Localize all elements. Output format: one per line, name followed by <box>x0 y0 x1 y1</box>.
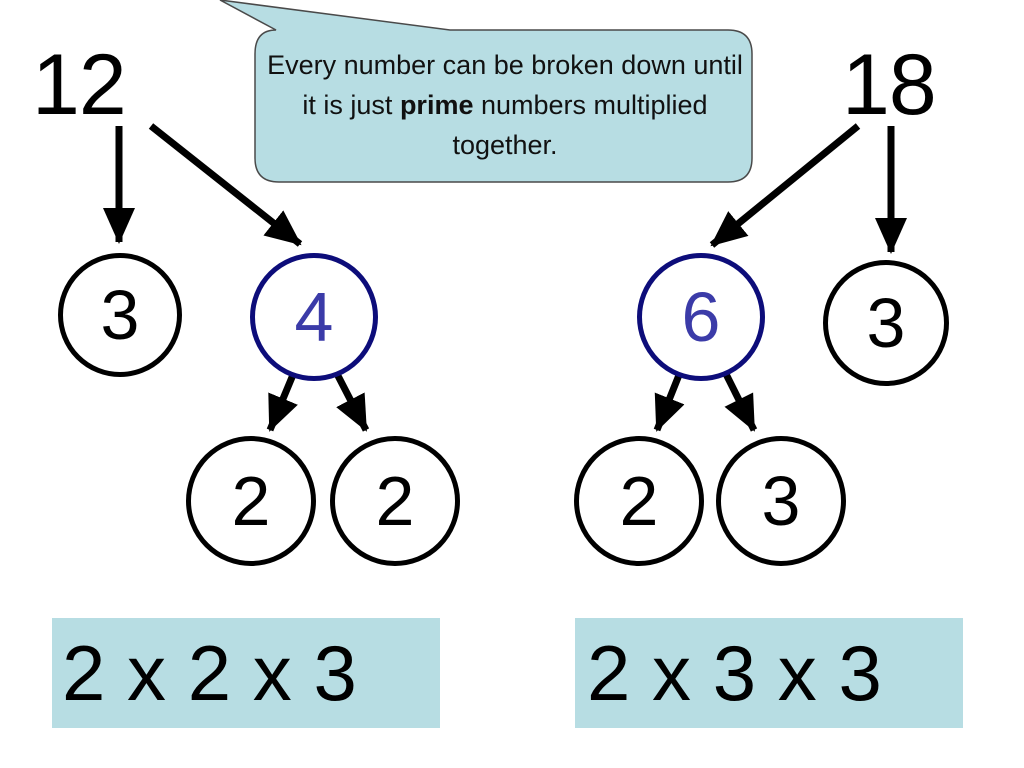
node-factor-6: 6 <box>637 253 765 381</box>
callout-text: Every number can be broken down until it… <box>260 45 750 165</box>
node-factor-3-right: 3 <box>823 260 949 386</box>
arrow-6-to-3 <box>720 368 758 432</box>
result-box-18: 2 x 3 x 3 <box>575 618 963 728</box>
node-prime-3-right: 3 <box>716 436 846 566</box>
callout-text-after: numbers multiplied together. <box>452 90 708 160</box>
arrow-4-to-2b <box>331 368 370 432</box>
tree-root-12: 12 <box>32 37 127 133</box>
callout-text-bold: prime <box>399 90 474 120</box>
result-box-12: 2 x 2 x 3 <box>52 618 440 728</box>
node-factor-4: 4 <box>250 253 378 381</box>
arrow-12-to-4 <box>148 123 303 247</box>
arrow-18-to-6 <box>709 123 861 248</box>
callout-text-before: Every number can be broken down until it… <box>267 50 743 120</box>
node-prime-2-right: 2 <box>574 436 704 566</box>
node-prime-2b: 2 <box>330 436 460 566</box>
node-factor-3: 3 <box>58 253 182 377</box>
arrow-4-to-2a <box>266 368 299 432</box>
arrow-6-to-2 <box>653 368 685 432</box>
node-prime-2a: 2 <box>186 436 316 566</box>
callout-bubble <box>219 0 753 183</box>
tree-root-18: 18 <box>842 37 937 133</box>
